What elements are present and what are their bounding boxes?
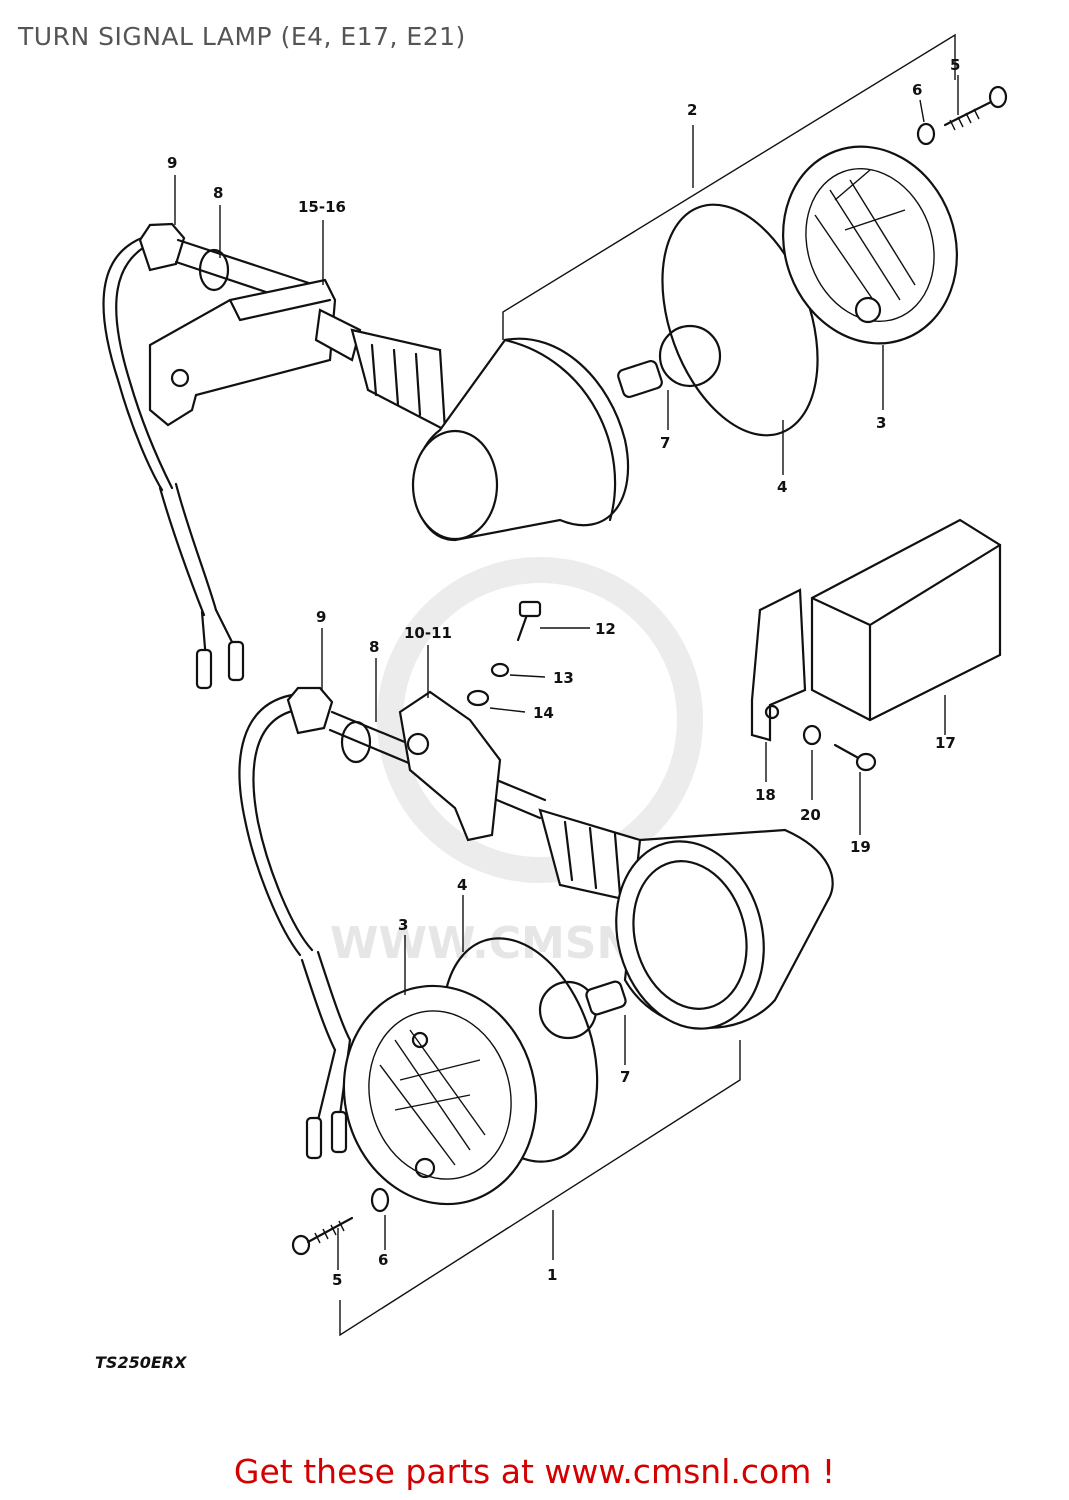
- lower-bracket: [398, 690, 502, 842]
- parts-diagram: WWW.CMSNL.COM: [95, 33, 1008, 1372]
- callout-4-upper: 4: [777, 478, 787, 496]
- upper-lens: [782, 145, 958, 345]
- assembly-bracket-2: [502, 33, 956, 340]
- upper-wire: [102, 233, 245, 690]
- callout-7-lower: 7: [620, 1068, 630, 1086]
- callout-10-11: 10-11: [404, 624, 452, 642]
- callout-20: 20: [800, 806, 821, 824]
- callout-5-upper: 5: [950, 56, 960, 74]
- callout-6-upper: 6: [912, 81, 922, 99]
- callout-14: 14: [533, 704, 554, 722]
- leader-lines: [174, 75, 959, 1270]
- lower-small-fasteners: [466, 600, 542, 707]
- model-code: TS250ERX: [95, 1353, 187, 1372]
- assembly-bracket-1: [339, 1040, 741, 1337]
- upper-screw: [916, 85, 1008, 146]
- page-title: TURN SIGNAL LAMP (E4, E17, E21): [18, 22, 466, 51]
- callout-2: 2: [687, 101, 697, 119]
- callout-18: 18: [755, 786, 776, 804]
- callout-12: 12: [595, 620, 616, 638]
- callout-3-upper: 3: [876, 414, 886, 432]
- upper-housing: [411, 337, 630, 542]
- callout-19: 19: [850, 838, 871, 856]
- callout-9-lower: 9: [316, 608, 326, 626]
- lower-screw: [291, 1187, 390, 1256]
- lower-lens: [342, 984, 538, 1206]
- callout-3-lower: 3: [398, 916, 408, 934]
- callout-13: 13: [553, 669, 574, 687]
- callout-9-upper: 9: [167, 154, 177, 172]
- callout-7-upper: 7: [660, 434, 670, 452]
- upper-bracket: [148, 278, 337, 427]
- lower-nut: [286, 686, 547, 820]
- callout-17: 17: [935, 734, 956, 752]
- footer-parts-link[interactable]: Get these parts at www.cmsnl.com !: [233, 1452, 836, 1491]
- upper-stem: [314, 308, 447, 432]
- callout-8-upper: 8: [213, 184, 223, 202]
- lower-bulb: [538, 980, 627, 1040]
- callout-4-lower: 4: [457, 876, 467, 894]
- callout-6-lower: 6: [378, 1251, 388, 1269]
- callout-1: 1: [547, 1266, 557, 1284]
- lower-housing: [615, 828, 834, 1030]
- callout-8-lower: 8: [369, 638, 379, 656]
- callout-5-lower: 5: [332, 1271, 342, 1289]
- upper-bulb: [617, 324, 722, 399]
- callouts: 2 5 6 9 8 15-16 7 4 3 9 8 10-11 12 13 14…: [167, 56, 960, 1289]
- relay-unit: [750, 518, 1002, 772]
- callout-15-16: 15-16: [298, 198, 346, 216]
